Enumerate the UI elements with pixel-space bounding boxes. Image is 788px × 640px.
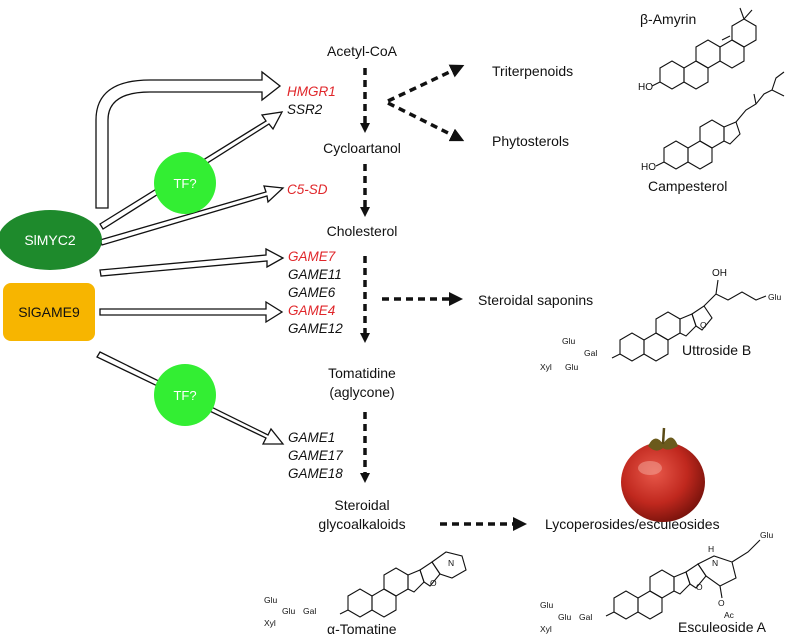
gene-game11: GAME11 [288,267,342,282]
gene-game12: GAME12 [288,321,343,336]
tf-node-lower [154,364,216,426]
campesterol-structure [655,71,785,170]
esculeoside-a-label: Esculeoside A [678,619,767,635]
gal-label-esculeoside: Gal [579,612,592,622]
glu-label-tomatine-1: Glu [264,595,278,605]
pathway-arrows [360,64,527,531]
gene-game7: GAME7 [288,249,336,264]
alpha-tomatine-structure [339,551,467,618]
aglycone-label: (aglycone) [329,384,394,400]
gene-hmgr1: HMGR1 [287,84,336,99]
o-label-esculeoside-ac: O [718,598,725,608]
phytosterols-label: Phytosterols [492,133,569,149]
campesterol-label: Campesterol [648,178,727,194]
uttroside-b-label: Uttroside B [682,342,751,358]
gal-label-uttroside: Gal [584,348,597,358]
ac-label: Ac [724,610,735,620]
gene-c5sd: C5-SD [287,182,328,197]
arrow-to-hmgr1 [95,70,282,209]
alpha-tomatine-label: α-Tomatine [327,621,397,637]
o-label-tomatine: O [430,578,437,588]
gene-ssr2: SSR2 [287,102,323,117]
slgame9-label: SlGAME9 [18,304,80,320]
ho-label-campesterol: HO [641,162,656,173]
sga-label-line1: Steroidal [334,497,389,513]
h-label-esculeoside: H [708,544,714,554]
gal-label-tomatine: Gal [303,606,316,616]
tf-node-upper [154,152,216,214]
glu-label-esculeoside-2: Glu [558,612,572,622]
nh-label-tomatine: N [448,558,454,568]
tomato-image [621,427,705,522]
slgame9-node [3,283,95,341]
slmyc2-label: SlMYC2 [24,232,76,248]
tomatidine-label: Tomatidine [328,365,396,381]
glu-label-esculeoside-1: Glu [540,600,554,610]
gene-game6: GAME6 [288,285,336,300]
o-label-esculeoside-ring: O [696,582,703,592]
uttroside-b-structure [611,279,767,362]
cholesterol-label: Cholesterol [327,223,398,239]
arrow-to-c5sd [99,185,285,246]
glu-label-esculeoside-tail: Glu [760,530,774,540]
glu-label-tomatine-2: Glu [282,606,296,616]
gene-game18: GAME18 [288,466,343,481]
xyl-label-tomatine: Xyl [264,618,276,628]
xyl-label-uttroside: Xyl [540,362,552,372]
tf-upper-label: TF? [173,176,196,191]
esculeoside-a-structure [605,539,761,620]
slmyc2-node [0,210,102,270]
beta-amyrin-structure [651,7,757,90]
arrow-to-game7 [99,247,285,277]
gene-game1: GAME1 [288,430,335,445]
glu-label-uttroside-1: Glu [562,336,576,346]
arrow-to-game4 [99,300,284,324]
n-label-esculeoside: N [712,558,718,568]
glu-label-uttroside-tail: Glu [768,292,782,302]
glu-label-uttroside-2: Glu [565,362,579,372]
xyl-label-esculeoside: Xyl [540,624,552,634]
acetyl-coa-label: Acetyl-CoA [327,43,398,59]
cycloartanol-label: Cycloartanol [323,140,401,156]
o-label-uttroside: O [700,320,707,330]
lycoperosides-label: Lycoperosides/esculeosides [545,516,720,532]
oh-label: OH [712,268,727,279]
ho-label-amyrin: HO [638,82,653,93]
tf-lower-label: TF? [173,388,196,403]
sga-label-line2: glycoalkaloids [318,516,405,532]
gene-game17: GAME17 [288,448,343,463]
gene-game4: GAME4 [288,303,335,318]
beta-amyrin-label: β-Amyrin [640,11,696,27]
triterpenoids-label: Triterpenoids [492,63,573,79]
steroidal-saponins-label: Steroidal saponins [478,292,593,308]
